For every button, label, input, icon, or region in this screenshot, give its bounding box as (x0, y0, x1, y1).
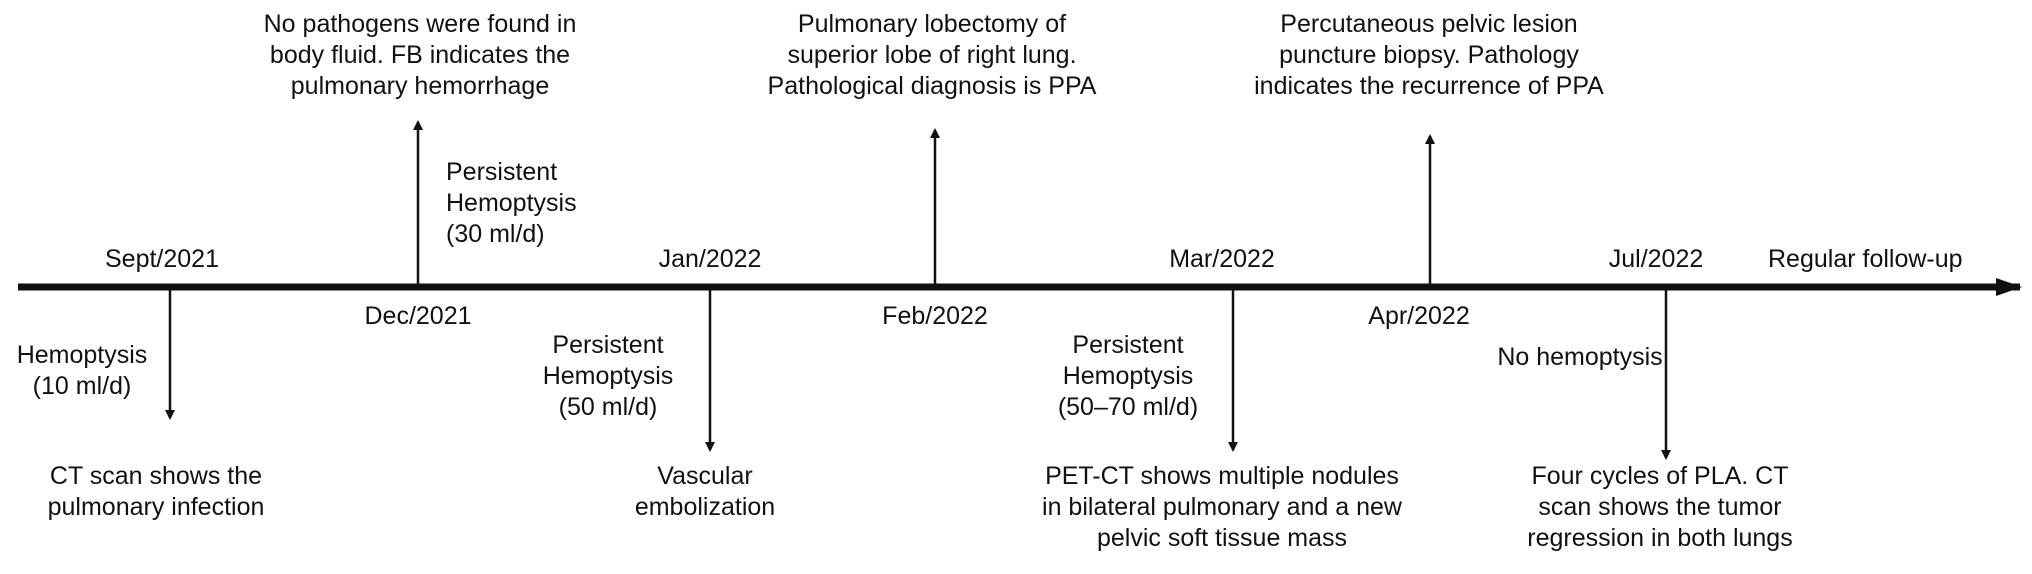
date-label-feb-2022: Feb/2022 (882, 302, 988, 330)
date-label-dec-2021: Dec/2021 (364, 302, 472, 330)
date-label-jan-2022: Jan/2022 (658, 245, 762, 273)
outcome-text-jul-2022: Four cycles of PLA. CT scan shows the tu… (1527, 462, 1793, 552)
side-text-dec-2021: Persistent Hemoptysis (30 ml/d) (446, 158, 577, 248)
outcome-text-apr-2022: Percutaneous pelvic lesion puncture biop… (1254, 10, 1604, 100)
date-label-mar-2022: Mar/2022 (1169, 245, 1275, 273)
side-text-jul-2022: No hemoptysis (1497, 343, 1663, 371)
axis-end-label: Regular follow-up (1768, 245, 1963, 273)
side-text-jan-2022: Persistent Hemoptysis (50 ml/d) (542, 331, 674, 421)
outcome-text-mar-2022: PET-CT shows multiple nodules in bilater… (1042, 462, 1402, 552)
outcome-text-feb-2022: Pulmonary lobectomy of superior lobe of … (767, 10, 1097, 100)
outcome-text-dec-2021: No pathogens were found in body fluid. F… (263, 10, 577, 100)
side-text-sept-2021: Hemoptysis (10 ml/d) (16, 341, 148, 400)
outcome-text-sept-2021: CT scan shows the pulmonary infection (47, 462, 265, 521)
date-label-jul-2022: Jul/2022 (1608, 245, 1704, 273)
side-text-mar-2022: Persistent Hemoptysis (50–70 ml/d) (1057, 331, 1199, 421)
date-label-apr-2022: Apr/2022 (1368, 302, 1470, 330)
outcome-text-jan-2022: Vascular embolization (634, 462, 776, 521)
date-label-sept-2021: Sept/2021 (105, 245, 219, 273)
